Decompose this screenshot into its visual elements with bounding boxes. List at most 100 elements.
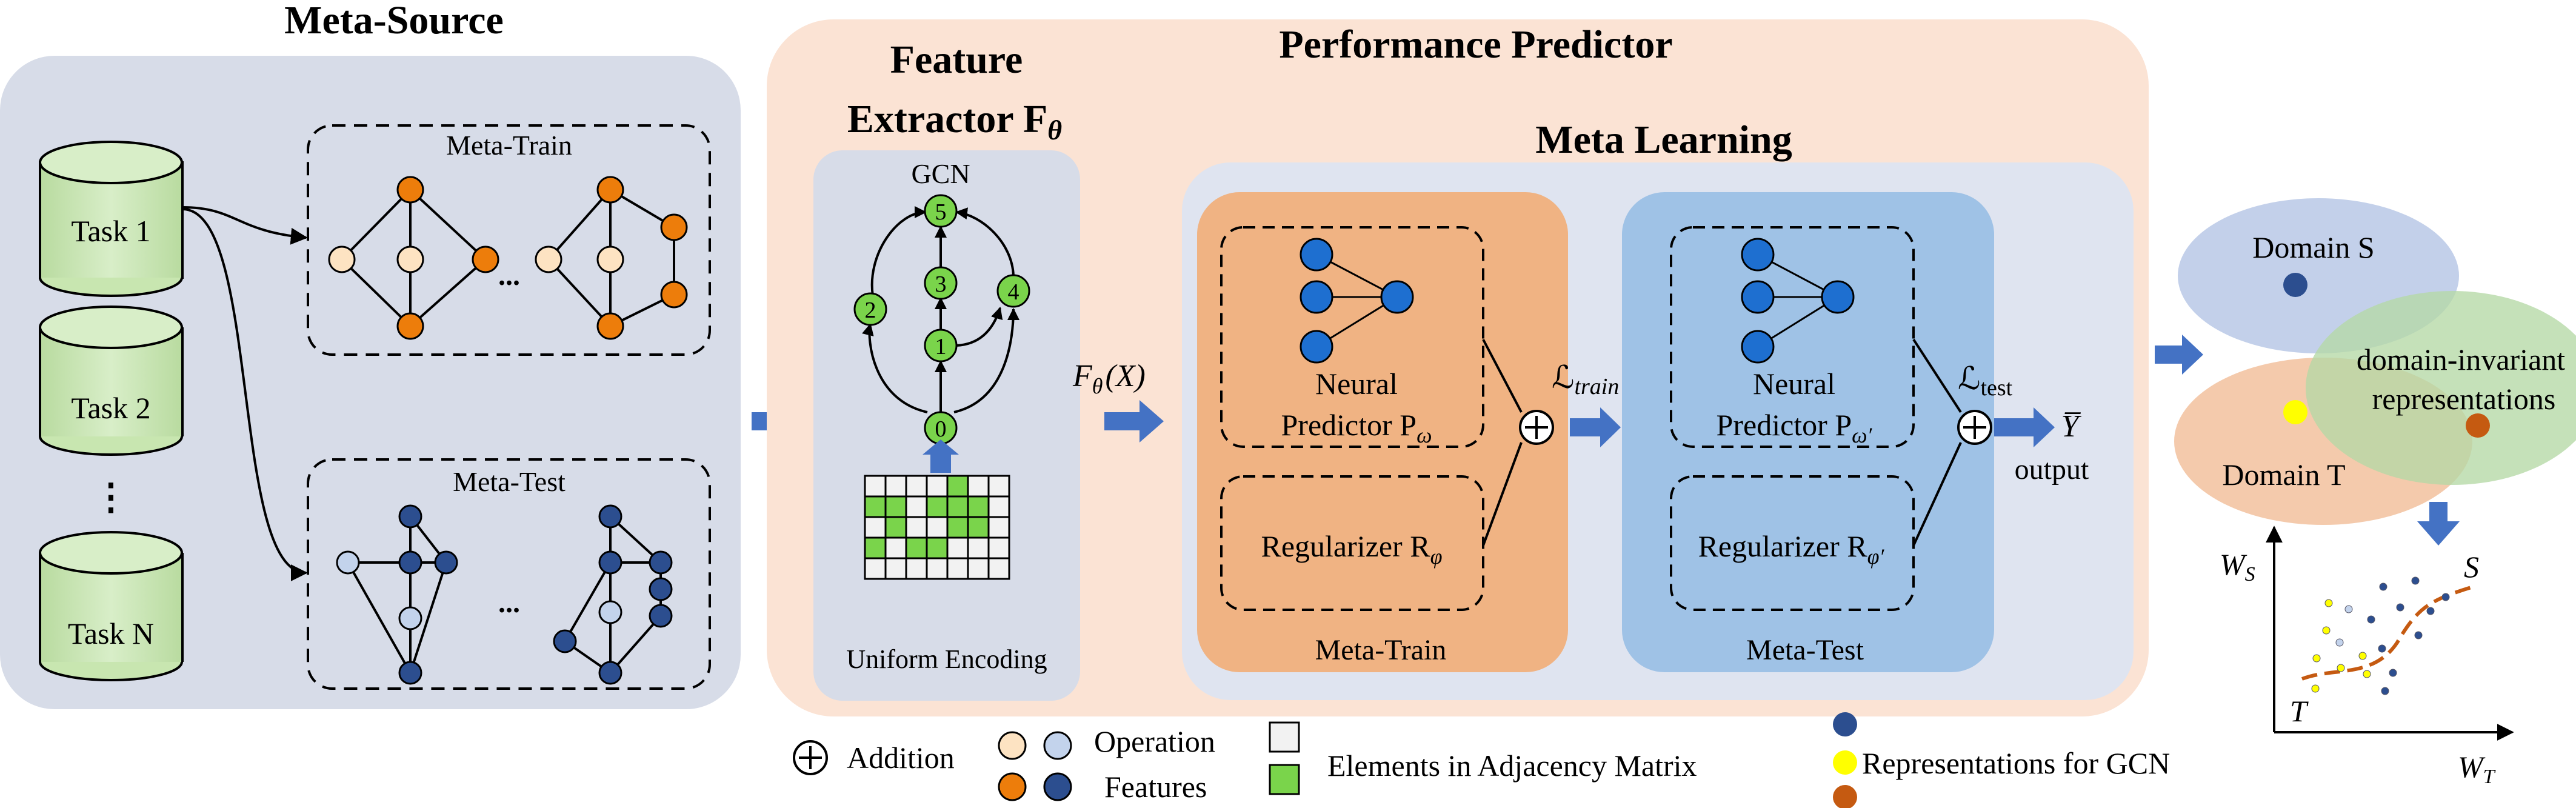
- scatter-point: [2324, 599, 2333, 607]
- legend-swatch: [1269, 721, 1300, 753]
- regularizer-label: Regularizer Rφ: [1261, 529, 1443, 569]
- nn-node: [1300, 330, 1333, 364]
- w-s-label: WS: [2220, 547, 2255, 586]
- graph-node: [553, 629, 577, 653]
- matrix-cell: [884, 557, 907, 580]
- legend-swatch: [1833, 785, 1857, 808]
- meta-source-title: Meta-Source: [284, 0, 504, 42]
- block-arrow: [2155, 335, 2203, 375]
- matrix-cell: [926, 557, 949, 580]
- scatter-point: [2363, 670, 2371, 678]
- matrix-cell: [946, 495, 969, 518]
- domain-t-dot: [2283, 400, 2307, 424]
- graph-node: [596, 312, 624, 340]
- scatter-point: [2414, 631, 2423, 639]
- graph-node: [328, 245, 356, 273]
- legend-features: Features: [1104, 770, 1207, 804]
- matrix-cell: [905, 516, 928, 539]
- neural-label: Neural: [1753, 367, 1835, 401]
- nn-node: [1741, 238, 1775, 272]
- domain-curve: [2301, 585, 2474, 681]
- y-bar-label: Y̅: [2061, 409, 2082, 444]
- meta-test-graph-box: Meta-Test ...: [307, 458, 711, 690]
- legend-adjacency: Elements in Adjacency Matrix: [1327, 749, 1697, 783]
- scatter-point: [2378, 644, 2386, 653]
- gcn-node: 0: [924, 411, 958, 445]
- uniform-encoding-label: Uniform Encoding: [846, 644, 1047, 674]
- meta-test-box: Neural Predictor Pω′ Regularizer Rφ′ Met…: [1622, 192, 1994, 672]
- matrix-cell: [967, 475, 990, 498]
- scatter-points: [2311, 576, 2450, 695]
- nn-node: [1741, 330, 1775, 364]
- scatter-point: [2337, 664, 2345, 672]
- scatter-point: [2358, 652, 2367, 660]
- matrix-cell: [987, 475, 1010, 498]
- matrix-cell: [884, 536, 907, 559]
- graph-node: [396, 176, 424, 204]
- graph-node: [472, 245, 499, 273]
- matrix-cell: [946, 536, 969, 559]
- scatter-point: [2389, 669, 2397, 677]
- graph-node: [598, 504, 622, 529]
- matrix-cell: [905, 495, 928, 518]
- scatter-point: [2335, 638, 2344, 647]
- matrix-cell: [946, 516, 969, 539]
- matrix-cell: [967, 516, 990, 539]
- graph-node: [336, 550, 360, 575]
- graph-ellipsis: ...: [498, 259, 520, 292]
- graph-node: [660, 213, 688, 241]
- legend-swatch: [1269, 764, 1300, 795]
- meta-train-label: Meta-Train: [446, 130, 572, 161]
- graph-node: [434, 550, 458, 575]
- legend-swatch: [1043, 731, 1072, 760]
- scatter-point: [2367, 615, 2375, 624]
- matrix-cell: [967, 557, 990, 580]
- matrix-cell: [905, 557, 928, 580]
- matrix-cell: [987, 557, 1010, 580]
- domain-t-label: Domain T: [2222, 458, 2345, 492]
- nn-node: [1821, 280, 1855, 314]
- graph-node: [660, 281, 688, 309]
- graph-node: [598, 661, 622, 685]
- domain-s-label: Domain S: [2252, 230, 2374, 264]
- domain-diagram: Domain S domain-invariant representation…: [2174, 198, 2576, 788]
- gcn-node: 2: [853, 292, 887, 326]
- matrix-cell: [967, 536, 990, 559]
- w-t-label: WT: [2458, 750, 2496, 788]
- legend-addition: Addition: [847, 741, 955, 775]
- graph-node: [596, 245, 624, 273]
- meta-train-box: Neural Predictor Pω Regularizer Rφ Meta-…: [1197, 192, 1568, 672]
- scatter-point: [2426, 607, 2435, 615]
- svg-text:3: 3: [935, 272, 947, 297]
- regularizer-label: Regularizer Rφ′: [1698, 529, 1885, 569]
- svg-text:4: 4: [1008, 279, 1019, 305]
- matrix-cell: [967, 495, 990, 518]
- matrix-cell: [864, 475, 887, 498]
- graph-node: [535, 245, 562, 273]
- svg-text:0: 0: [935, 416, 947, 442]
- graph-node: [396, 245, 424, 273]
- scatter-point: [2441, 593, 2450, 601]
- matrix-cell: [864, 495, 887, 518]
- scatter-point: [2396, 603, 2404, 612]
- gcn-node: 4: [996, 274, 1030, 308]
- tasks-ellipsis: ⋮: [93, 477, 129, 517]
- legend: Addition Operation Features Elements in …: [793, 712, 2170, 808]
- legend-swatch: [998, 731, 1027, 760]
- matrix-cell: [905, 475, 928, 498]
- task-cylinder: Task N: [39, 531, 184, 681]
- matrix-cell: [864, 516, 887, 539]
- task-cylinder: Task 1: [39, 141, 184, 297]
- scatter-point: [2381, 687, 2389, 695]
- adjacency-matrix: [864, 475, 1010, 580]
- graph-ellipsis: ...: [498, 587, 520, 619]
- graph-node: [649, 604, 673, 628]
- scatter-point: [2411, 576, 2420, 585]
- neural-label: Neural: [1315, 367, 1398, 401]
- loss-test-label: ℒtest: [1958, 362, 2013, 401]
- block-arrow: [1994, 407, 2055, 447]
- domain-invariant-ellipse: [2306, 291, 2576, 485]
- svg-text:2: 2: [865, 298, 876, 323]
- curve-t-label: T: [2290, 694, 2309, 728]
- feature-extractor-title: Extractor Fθ: [847, 97, 1062, 145]
